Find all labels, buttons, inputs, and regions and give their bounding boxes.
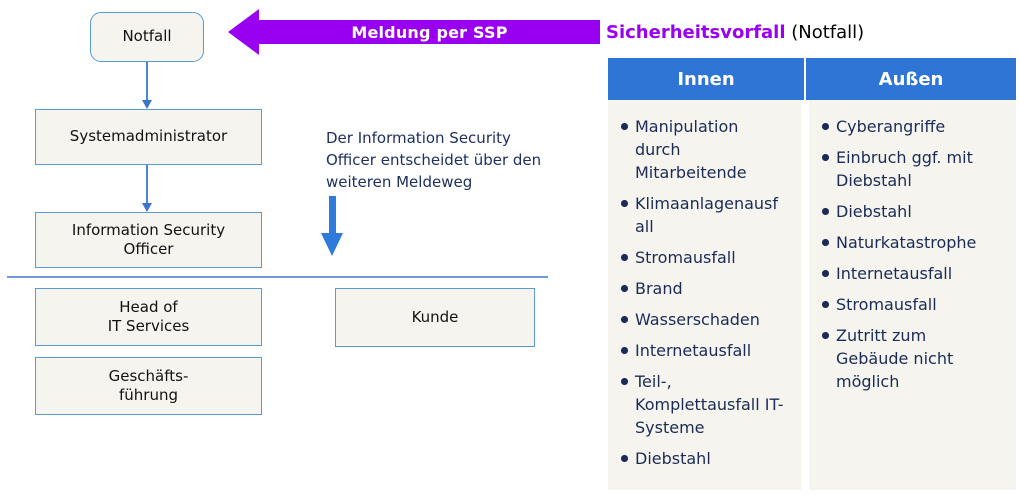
iso-decision-annotation: Der Information Security Officer entsche… — [326, 129, 542, 191]
ssp-arrow-label: Meldung per SSP — [259, 20, 600, 44]
list-item: Stromausfall — [620, 246, 785, 269]
list-item: Cyberangriffe — [821, 115, 992, 138]
column-header-aussen: Außen — [806, 58, 1016, 100]
list-item: Einbruch ggf. mit Diebstahl — [821, 146, 992, 192]
list-item: Naturkatastrophe — [821, 231, 992, 254]
ssp-arrow-left-icon — [228, 9, 259, 55]
head-of-it-services-box: Head of IT Services — [35, 288, 262, 346]
list-item: Diebstahl — [821, 200, 992, 223]
connector-sysadmin-iso — [146, 165, 148, 203]
connector-notfall-sysadmin — [146, 62, 148, 100]
kunde-box: Kunde — [335, 288, 535, 347]
annotation-arrow-down-icon — [321, 233, 343, 256]
annotation-arrow-stem — [329, 196, 336, 233]
arrow-down-icon — [142, 203, 152, 212]
column-header-innen: Innen — [608, 58, 804, 100]
list-item: Manipulation durch Mitarbeitende — [620, 115, 785, 184]
list-item: Brand — [620, 277, 785, 300]
systemadministrator-box: Systemadministrator — [35, 109, 262, 165]
list-item: Diebstahl — [620, 447, 785, 470]
list-item: Internetausfall — [620, 339, 785, 362]
geschaeftsfuehrung-box: Geschäfts- führung — [35, 357, 262, 415]
list-item: Zutritt zum Gebäude nicht möglich — [821, 324, 992, 393]
notfall-box: Notfall — [90, 12, 204, 62]
incident-title: Sicherheitsvorfall (Notfall) — [606, 22, 864, 43]
list-item: Wasserschaden — [620, 308, 785, 331]
arrow-down-icon — [142, 100, 152, 109]
incident-title-highlight: Sicherheitsvorfall — [606, 22, 786, 43]
information-security-officer-box: Information Security Officer — [35, 212, 262, 268]
list-item: Internetausfall — [821, 262, 992, 285]
escalation-divider-line — [7, 276, 548, 278]
incident-title-suffix: (Notfall) — [785, 22, 865, 43]
list-item: Stromausfall — [821, 293, 992, 316]
list-item: Teil-, Komplettausfall IT-Systeme — [620, 370, 785, 439]
list-item: Klimaanlagenausfall — [620, 192, 785, 238]
